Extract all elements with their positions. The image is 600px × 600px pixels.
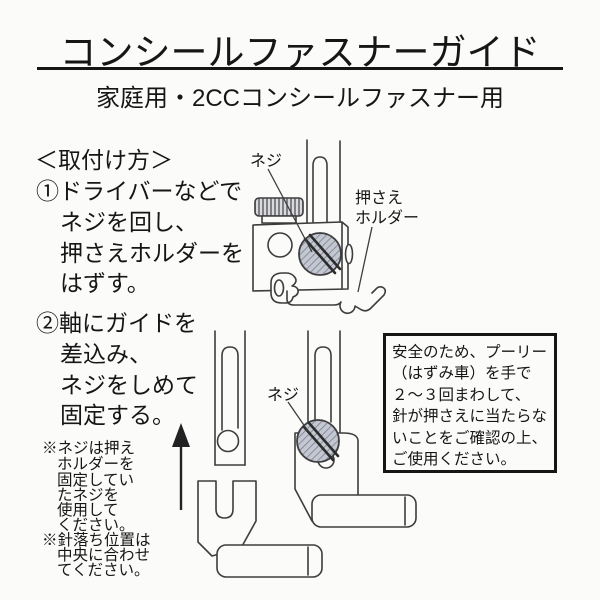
page-subtitle: 家庭用・2CCコンシールファスナー用 [95, 85, 504, 112]
note1-line: ください。 [57, 517, 135, 534]
note1-line: 固定してい [57, 472, 135, 489]
step1-line: はずす。 [60, 270, 150, 296]
step2-line: 差込み、 [60, 341, 152, 367]
step2-line: ②軸にガイドを [36, 310, 197, 336]
safety-line: 針が押さえに当たらな [392, 408, 548, 426]
holder-pointer-line [357, 226, 373, 293]
step2-line: ネジをしめて [60, 372, 198, 398]
safety-note-box: 安全のため、プーリー （はずみ車）を手で ２～３回まわして、 針が押さえに当たら… [383, 333, 557, 473]
screw-pointer-line [287, 401, 309, 432]
thumb-screw-knob [254, 197, 304, 224]
up-arrow-icon [172, 423, 190, 510]
figure1-holder-label: 押さえ [355, 190, 404, 207]
note1-line: ※ネジは押え [42, 440, 136, 457]
presser-bar-assembled [307, 330, 341, 433]
safety-line: ２～３回まわして、 [392, 386, 531, 404]
note2-line: 中央に合わせ [57, 547, 151, 564]
step1-line: ネジを回し、 [60, 209, 198, 235]
note1-line: ホルダーを [57, 456, 135, 473]
figure2-guide-installation-drawing [172, 330, 417, 578]
section-heading: ＜取付け方＞ [35, 147, 173, 173]
note1-line: たネジを [57, 487, 120, 504]
zipper-guide-detached [197, 480, 323, 578]
presser-foot-bottom [286, 285, 387, 315]
figure1-screw-label: ネジ [250, 153, 283, 170]
note2-line: てください。 [57, 562, 150, 579]
note2-line: ※針落ち位置は [42, 532, 151, 549]
safety-line: （はずみ車）を手で [392, 365, 532, 383]
figure1-holder-label: ホルダー [355, 210, 420, 227]
figure1-presser-holder-drawing [252, 139, 387, 315]
step1-line: ①ドライバーなどで [36, 178, 243, 204]
title-underline [37, 67, 563, 70]
step1-line: 押さえホルダーを [60, 240, 244, 266]
safety-line: ご使用ください。 [392, 451, 517, 469]
presser-bar-detached [214, 330, 246, 466]
screw-pointer-line [267, 168, 313, 253]
figure2-screw-label: ネジ [267, 387, 300, 404]
step2-line: 固定する。 [60, 402, 175, 428]
safety-line: 安全のため、プーリー [392, 344, 548, 361]
clamp-lever [270, 272, 299, 304]
safety-line: いことをご確認の上、 [392, 429, 548, 447]
page-title: コンシールファスナーガイド [59, 32, 541, 73]
presser-bar [306, 139, 341, 225]
note1-line: 使用して [57, 502, 119, 519]
screw-head [296, 419, 340, 463]
screw-head [298, 232, 342, 276]
